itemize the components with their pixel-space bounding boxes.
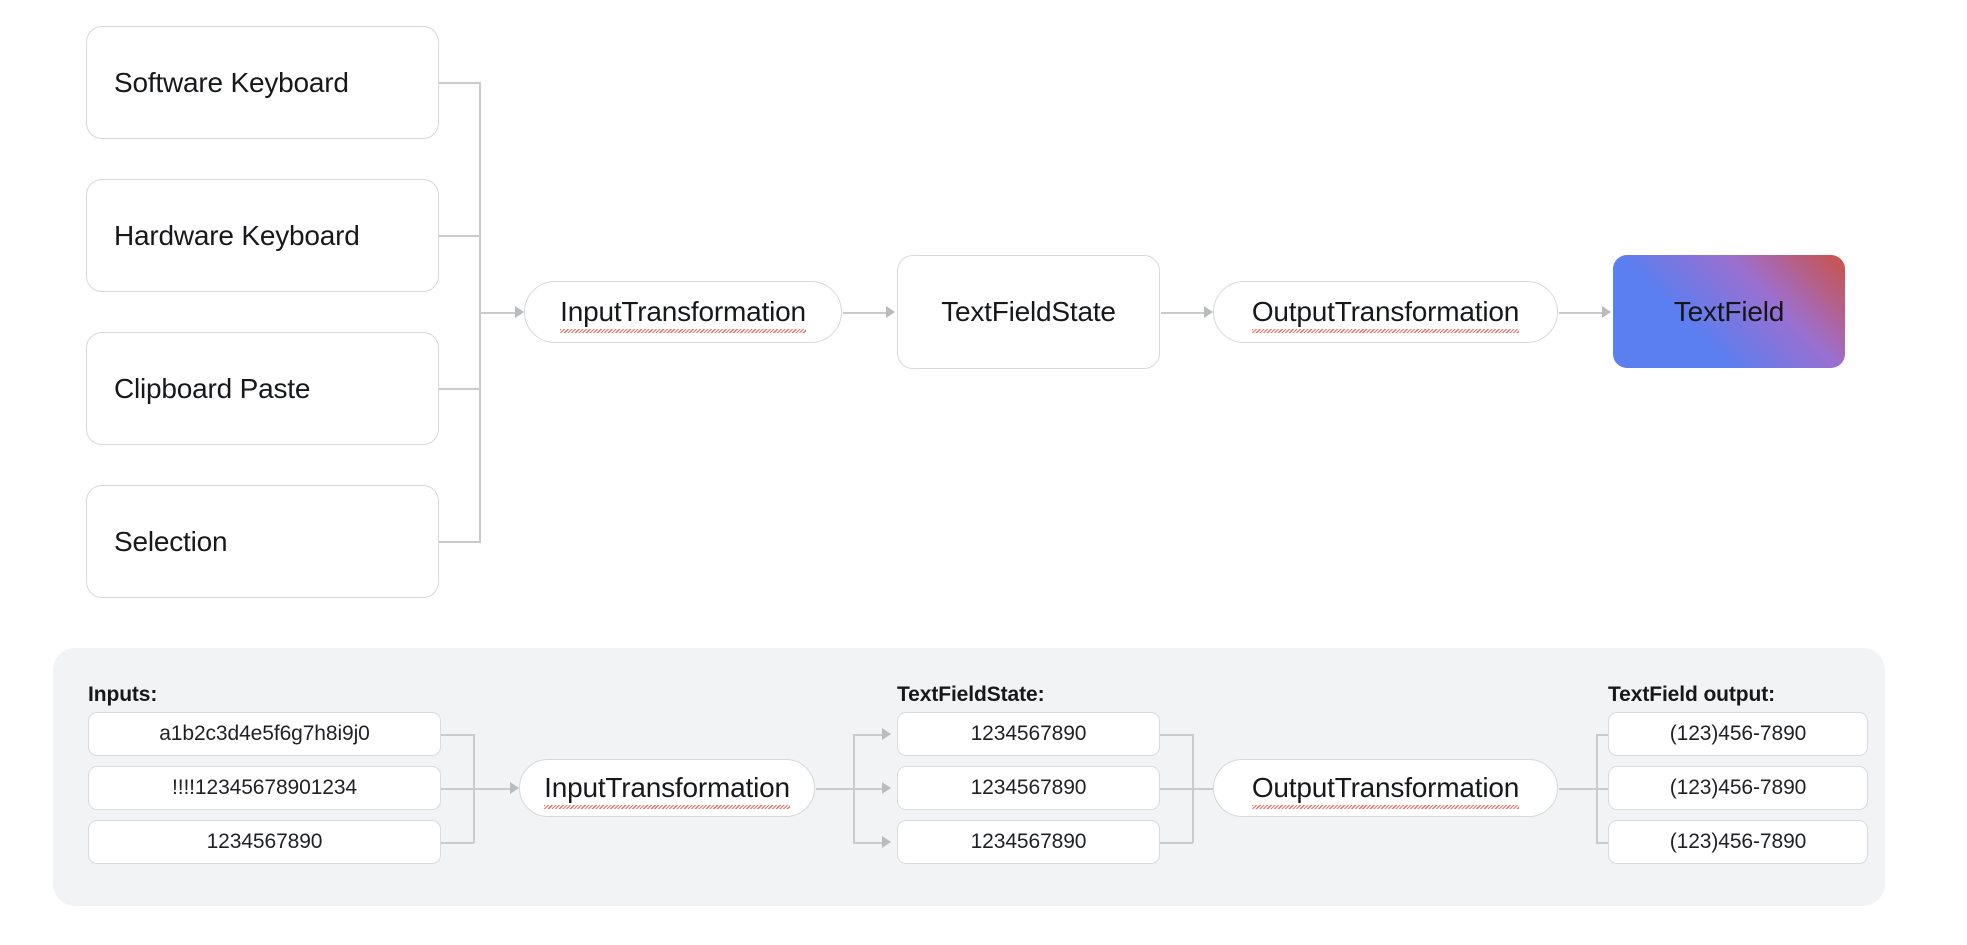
node-label: TextField xyxy=(1673,295,1785,327)
source-label: Selection xyxy=(114,525,228,557)
arrowhead-into-state-chip-3 xyxy=(882,836,891,848)
panel-connector-bus-to-input-transformation xyxy=(473,788,514,790)
output-chip[interactable]: (123)456-7890 xyxy=(1608,712,1868,756)
source-box-selection[interactable]: Selection xyxy=(86,485,439,598)
output-chip-value: (123)456-7890 xyxy=(1669,830,1807,853)
connector-input-transformation-to-state xyxy=(843,312,891,314)
panel-connector-stub-state-3 xyxy=(853,842,886,844)
panel-connector-output-transformation-out xyxy=(1559,788,1597,790)
connector-output-transformation-to-textfield xyxy=(1559,312,1607,314)
output-chip[interactable]: (123)456-7890 xyxy=(1608,820,1868,864)
node-label: OutputTransformation xyxy=(1251,296,1520,333)
source-label: Clipboard Paste xyxy=(114,372,311,404)
panel-connector-stub-state-out-1 xyxy=(1160,734,1193,736)
input-chip[interactable]: !!!!12345678901234 xyxy=(88,766,441,810)
input-chip-value: 1234567890 xyxy=(206,830,323,853)
source-box-software-keyboard[interactable]: Software Keyboard xyxy=(86,26,439,139)
panel-connector-stub-input-1 xyxy=(441,734,474,736)
panel-connector-stub-input-2 xyxy=(441,788,474,790)
state-chip[interactable]: 1234567890 xyxy=(897,766,1160,810)
node-textfield-state[interactable]: TextFieldState xyxy=(897,255,1160,369)
source-label: Software Keyboard xyxy=(114,66,349,98)
panel-connector-stub-state-1 xyxy=(853,734,886,736)
arrowhead-into-state-chip-2 xyxy=(882,782,891,794)
node-label: TextFieldState xyxy=(941,296,1116,327)
panel-node-label: InputTransformation xyxy=(544,772,790,809)
panel-node-output-transformation[interactable]: OutputTransformation xyxy=(1213,759,1558,817)
state-chip-value: 1234567890 xyxy=(970,830,1087,853)
connector-bus-to-input-transformation xyxy=(479,312,520,314)
output-chip-value: (123)456-7890 xyxy=(1669,776,1807,799)
connector-stub-hardware-keyboard xyxy=(439,235,480,237)
arrowhead-into-output-transformation xyxy=(1204,306,1213,318)
state-chip[interactable]: 1234567890 xyxy=(897,820,1160,864)
arrowhead-panel-into-input-transformation xyxy=(510,782,519,794)
state-chip-value: 1234567890 xyxy=(970,722,1087,745)
panel-node-input-transformation[interactable]: InputTransformation xyxy=(519,759,815,817)
panel-node-label: OutputTransformation xyxy=(1251,772,1520,809)
panel-connector-stub-state-out-3 xyxy=(1160,842,1193,844)
column-heading-textfield-output: TextField output: xyxy=(1608,683,1776,706)
node-output-transformation[interactable]: OutputTransformation xyxy=(1213,281,1558,343)
source-label: Hardware Keyboard xyxy=(114,219,360,251)
source-box-hardware-keyboard[interactable]: Hardware Keyboard xyxy=(86,179,439,292)
node-label: InputTransformation xyxy=(560,296,806,333)
node-textfield[interactable]: TextField xyxy=(1613,255,1845,368)
arrowhead-into-textfield-state xyxy=(886,306,895,318)
panel-connector-stub-input-3 xyxy=(441,842,474,844)
input-chip[interactable]: a1b2c3d4e5f6g7h8i9j0 xyxy=(88,712,441,756)
input-chip-value: a1b2c3d4e5f6g7h8i9j0 xyxy=(159,722,370,745)
panel-connector-stub-state-2 xyxy=(853,788,886,790)
state-chip[interactable]: 1234567890 xyxy=(897,712,1160,756)
arrowhead-into-textfield xyxy=(1602,306,1611,318)
state-chip-value: 1234567890 xyxy=(970,776,1087,799)
connector-stub-software-keyboard xyxy=(439,82,480,84)
input-chip-value: !!!!12345678901234 xyxy=(171,776,358,799)
connector-stub-selection xyxy=(439,541,480,543)
output-chip-value: (123)456-7890 xyxy=(1669,722,1807,745)
column-heading-inputs: Inputs: xyxy=(88,683,158,706)
arrowhead-into-state-chip-1 xyxy=(882,728,891,740)
connector-state-to-output-transformation xyxy=(1161,312,1209,314)
panel-connector-stub-state-out-2 xyxy=(1160,788,1193,790)
connector-stub-clipboard-paste xyxy=(439,388,480,390)
input-chip[interactable]: 1234567890 xyxy=(88,820,441,864)
node-input-transformation[interactable]: InputTransformation xyxy=(524,281,842,343)
output-chip[interactable]: (123)456-7890 xyxy=(1608,766,1868,810)
column-heading-textfield-state: TextFieldState: xyxy=(897,683,1045,706)
source-box-clipboard-paste[interactable]: Clipboard Paste xyxy=(86,332,439,445)
arrowhead-into-input-transformation xyxy=(515,306,524,318)
panel-connector-input-transformation-out xyxy=(816,788,854,790)
